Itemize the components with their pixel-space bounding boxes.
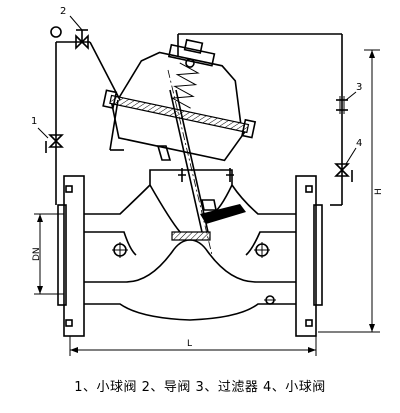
- control-piping: [45, 26, 353, 206]
- spring: [170, 62, 200, 109]
- diaphragm-chamber: [102, 38, 257, 162]
- ball-valve-4: [334, 163, 350, 177]
- valve-body: [57, 169, 323, 337]
- callout-2: 2: [60, 6, 66, 17]
- valve-seat: [171, 231, 211, 241]
- dimension-dn-label: DN: [32, 247, 42, 261]
- legend-caption: 1、小球阀 2、导阀 3、过滤器 4、小球阀: [74, 380, 326, 395]
- dimension-dn: DN: [32, 213, 64, 295]
- pressure-gauge: [50, 26, 62, 38]
- pilot-valve: [75, 34, 89, 50]
- callout-3: 3: [356, 82, 362, 93]
- callout-4: 4: [356, 138, 362, 149]
- callout-1: 1: [31, 116, 37, 127]
- dimension-l-label: L: [187, 339, 192, 349]
- dimension-h: H: [318, 49, 384, 333]
- filter: [336, 96, 348, 114]
- right-flange: [295, 175, 317, 337]
- valve-disc: [200, 204, 246, 224]
- dimension-h-label: H: [374, 188, 384, 195]
- dimension-l: L: [69, 336, 317, 356]
- diaphragm: [109, 94, 250, 134]
- ball-valve-1: [48, 134, 64, 148]
- left-flange-face: [57, 204, 67, 306]
- right-flange-face: [313, 204, 323, 306]
- left-flange: [63, 175, 85, 337]
- valve-stem: [169, 89, 203, 233]
